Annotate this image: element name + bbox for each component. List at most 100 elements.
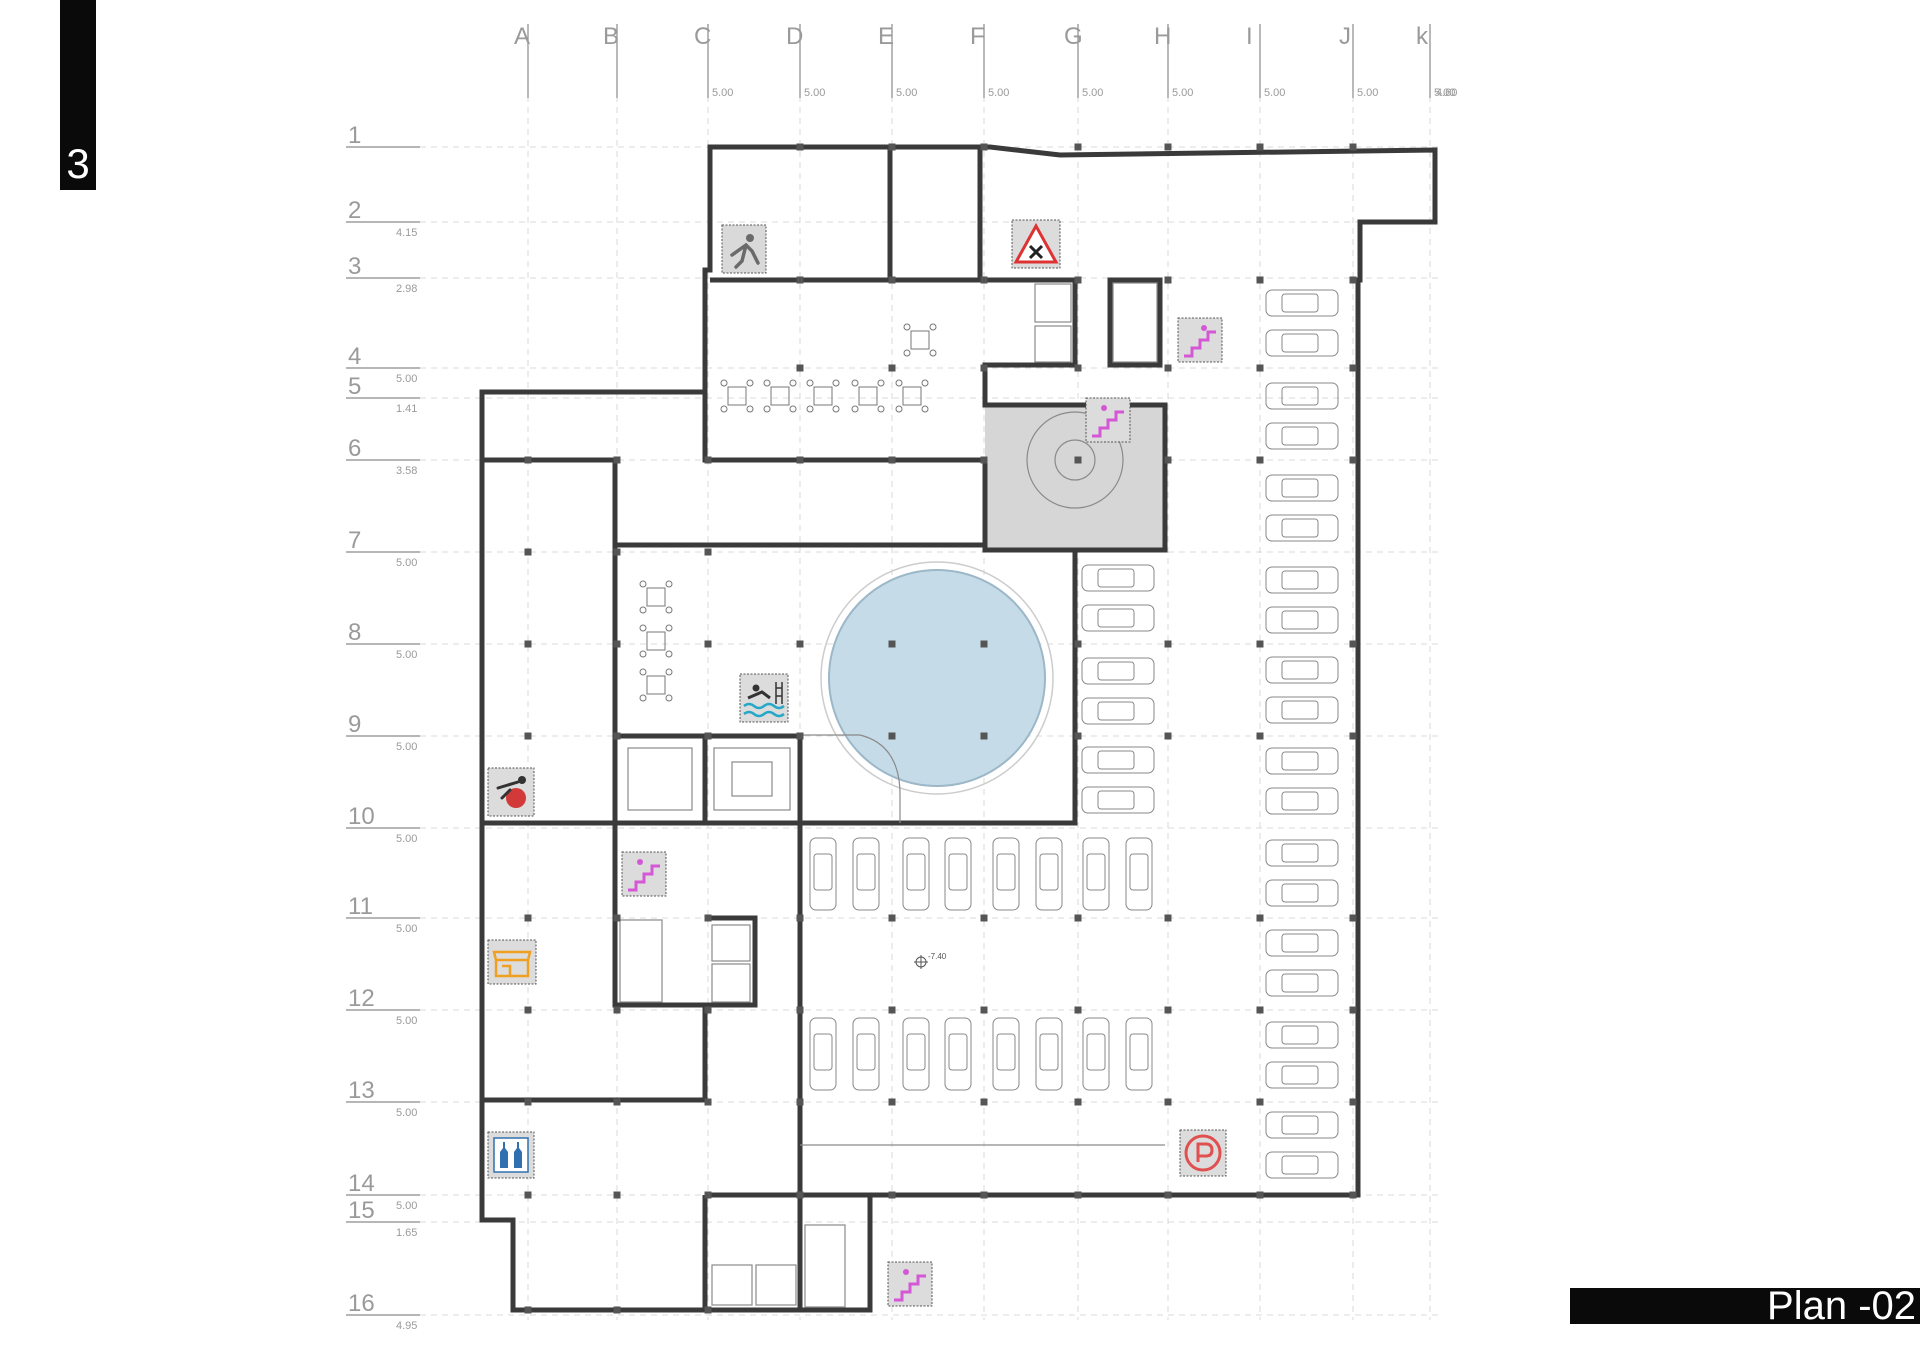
column [980, 276, 988, 284]
column [1256, 1006, 1264, 1014]
swimming-pool-icon [739, 673, 789, 723]
parking-car [1265, 839, 1339, 867]
wall-bottom-core [702, 1192, 803, 1310]
parking-car [1081, 697, 1155, 725]
column [704, 640, 712, 648]
column [888, 276, 896, 284]
grid-row-dim: 5.00 [396, 1015, 417, 1027]
column [980, 1098, 988, 1106]
parking-car [1265, 422, 1339, 450]
column [796, 732, 804, 740]
column [888, 1098, 896, 1106]
column [613, 548, 621, 556]
fitness-icon [721, 224, 767, 274]
parking-stalls [809, 289, 1339, 1179]
column [1164, 914, 1172, 922]
elevator-top-2 [1034, 325, 1072, 363]
pool-room-curve [800, 734, 901, 823]
grid-row-dim: 4.95 [396, 1320, 417, 1332]
parking-car [1265, 566, 1339, 594]
column [704, 456, 712, 464]
grid-row-dim: 5.00 [396, 373, 417, 385]
column [524, 1191, 532, 1199]
column [1256, 1191, 1264, 1199]
column [1349, 276, 1357, 284]
column [613, 456, 621, 464]
column [524, 914, 532, 922]
column [980, 456, 988, 464]
grid-col-dim: 5.00 [1357, 87, 1378, 99]
wall-core [887, 147, 983, 280]
parking-car [992, 1017, 1020, 1091]
column [704, 732, 712, 740]
grid-row-dim: 5.00 [396, 1200, 417, 1212]
parking-car [1082, 1017, 1110, 1091]
cafe-table [895, 379, 929, 413]
parking-car [1081, 604, 1155, 632]
grid-col-label: B [603, 23, 619, 50]
plan-title: Plan -02 [1570, 1286, 1920, 1326]
column [1074, 276, 1082, 284]
column [1349, 364, 1357, 372]
column [888, 143, 896, 151]
wall-lobby [702, 280, 1168, 553]
parking-car [944, 1017, 972, 1091]
column [613, 640, 621, 648]
grid-col-dim: 5.00 [1264, 87, 1285, 99]
parking-car [1081, 564, 1155, 592]
column [1349, 640, 1357, 648]
parking-car [1265, 1021, 1339, 1049]
grid-row-labels: 124.1532.9845.0051.4163.5875.0085.0095.0… [348, 122, 417, 1332]
elevator-mid-2 [711, 963, 751, 1003]
stairs-icon [621, 851, 667, 897]
column [1164, 640, 1172, 648]
parking-car [1265, 514, 1339, 542]
bottle-storage-icon [487, 1131, 535, 1179]
parking-car [1265, 787, 1339, 815]
column [613, 1006, 621, 1014]
swimming-pool [828, 569, 1046, 787]
floor-fills [820, 405, 1165, 795]
column [1164, 276, 1172, 284]
grid-row-label: 16 [348, 1290, 375, 1317]
grid-row-dim: 5.00 [396, 923, 417, 935]
parking-car [809, 837, 837, 911]
parking-car [944, 837, 972, 911]
grid-row-label: 15 [348, 1197, 375, 1224]
column [1349, 732, 1357, 740]
parking-car [1081, 657, 1155, 685]
parking-car [992, 837, 1020, 911]
column [980, 143, 988, 151]
column [613, 732, 621, 740]
grid-row-dim: 5.00 [396, 557, 417, 569]
column [980, 732, 988, 740]
column [1074, 143, 1082, 151]
column [1349, 1098, 1357, 1106]
grid-col-dim: 4.60 [1436, 87, 1457, 99]
parking-car [1265, 329, 1339, 357]
grid-col-dim: 5.00 [1434, 87, 1455, 99]
wall-stair-top [1107, 277, 1163, 368]
grid-col-label: F [970, 23, 985, 50]
column [704, 1006, 712, 1014]
cafe-table [806, 379, 840, 413]
grid-row-label: 4 [348, 343, 361, 370]
grid-row-label: 5 [348, 373, 361, 400]
shop-icon [487, 939, 537, 985]
column [613, 914, 621, 922]
grid-col-label: E [878, 23, 894, 50]
column [524, 1306, 532, 1314]
thin-lines [619, 282, 1165, 1308]
grid-row-label: 7 [348, 527, 361, 554]
grid-col-label: G [1064, 23, 1083, 50]
grid-row-dim: 1.41 [396, 403, 417, 415]
structural-columns [524, 143, 1357, 1314]
column [704, 1191, 712, 1199]
grid-col-dim: 5.00 [712, 87, 733, 99]
elevator-top-1 [1034, 283, 1072, 323]
grid-col-label: D [786, 23, 803, 50]
wall-left-strip [482, 457, 615, 826]
parking-car [1265, 1151, 1339, 1179]
